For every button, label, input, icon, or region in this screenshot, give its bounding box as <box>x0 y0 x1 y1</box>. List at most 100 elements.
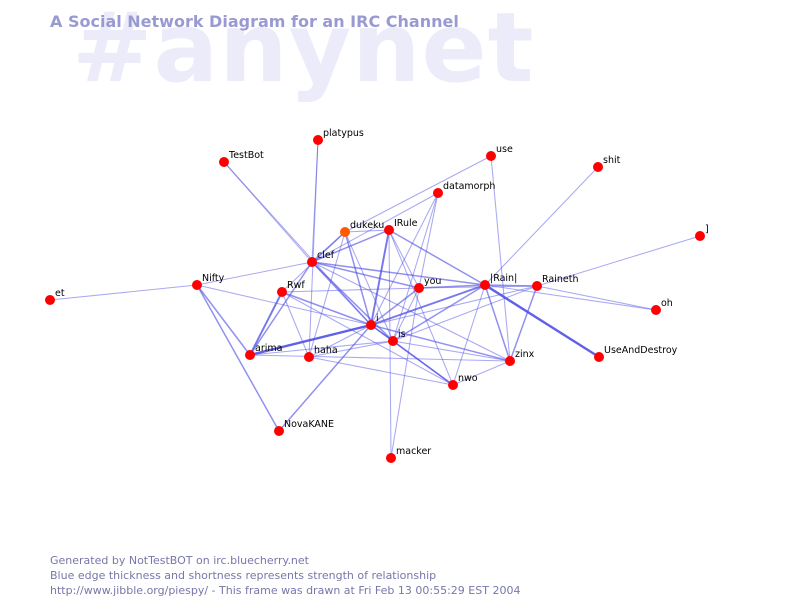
node-marker <box>414 283 424 293</box>
edge-rain-nwo <box>452 284 486 386</box>
node-marker <box>594 352 604 362</box>
node-et: et <box>45 288 65 305</box>
footer-legend: Blue edge thickness and shortness repres… <box>50 569 437 582</box>
node-label: oh <box>661 298 673 309</box>
node-marker <box>45 295 55 305</box>
node-label: you <box>424 276 441 287</box>
edge-is-zinx <box>392 340 511 362</box>
node-label: |Rain| <box>490 273 517 284</box>
edge-rain-is <box>392 284 486 342</box>
footer: Generated by NotTestBOT on irc.bluecherr… <box>50 553 520 598</box>
footer-link-timestamp: http://www.jibble.org/piespy/ - This fra… <box>50 584 521 597</box>
node-testbot: TestBot <box>219 150 264 167</box>
node-nifty: Nifty <box>192 273 225 290</box>
node-shit: shit <box>593 155 621 172</box>
edge-haha-nwo <box>308 356 454 386</box>
node-rwf: Rwf <box>277 280 305 297</box>
node-zinx: zinx <box>505 349 535 366</box>
node-oh: oh <box>651 298 673 315</box>
node-label: NovaKANE <box>284 419 334 430</box>
edge-irule-you <box>388 229 420 289</box>
edge-datamorph-i <box>370 192 439 326</box>
edge-et-nifty <box>49 284 198 301</box>
node-label: nwo <box>458 373 478 384</box>
node-marker <box>388 336 398 346</box>
node-label: zinx <box>515 349 535 360</box>
node-marker <box>313 135 323 145</box>
edge-clef-arima <box>249 261 313 356</box>
node-marker <box>505 356 515 366</box>
edge-raineth-is <box>392 285 538 342</box>
node-marker <box>274 426 284 436</box>
node-raineth: Raineth <box>532 274 578 291</box>
node-irule: IRule <box>384 218 418 235</box>
edge-haha-is <box>308 340 394 358</box>
edge-rain-i <box>370 284 486 326</box>
node-rain: |Rain| <box>480 273 517 290</box>
node-arima: arima <box>245 343 282 360</box>
node-label: IRule <box>394 218 418 229</box>
edge-use-dukeku <box>344 155 492 233</box>
node-is: is <box>388 329 406 346</box>
edge-nifty-i <box>196 284 372 326</box>
edge-platypus-clef <box>311 139 319 263</box>
edge-raineth-oh <box>536 285 657 311</box>
edge-dukeku-irule <box>344 229 390 233</box>
edge-rain-useanddestroy <box>484 283 600 359</box>
node-marker <box>386 453 396 463</box>
node-marker <box>480 280 490 290</box>
node-label: UseAndDestroy <box>604 345 678 356</box>
footer-generated-by: Generated by NotTestBOT on irc.bluecherr… <box>50 554 309 567</box>
node-label: haha <box>314 345 338 356</box>
edges-layer <box>49 139 701 459</box>
node-bracket: ] <box>695 224 709 241</box>
node-label: Nifty <box>202 273 225 284</box>
node-nwo: nwo <box>448 373 478 390</box>
node-marker <box>245 350 255 360</box>
edge-nifty-novakane <box>196 284 280 432</box>
node-marker <box>593 162 603 172</box>
node-label: platypus <box>323 128 364 139</box>
node-marker <box>307 257 317 267</box>
node-marker <box>448 380 458 390</box>
edge-rwf-i <box>281 291 372 326</box>
node-i: i <box>366 313 379 330</box>
node-label: Raineth <box>542 274 578 285</box>
node-label: arima <box>255 343 282 354</box>
node-haha: haha <box>304 345 338 362</box>
edge-i-haha <box>308 324 372 358</box>
node-novakane: NovaKANE <box>274 419 334 436</box>
edge-i-novakane <box>278 324 372 432</box>
edge-zinx-nwo <box>452 360 511 386</box>
edge-rain-zinx <box>484 284 511 362</box>
edge-irule-clef <box>311 229 390 263</box>
node-datamorph: datamorph <box>433 181 495 198</box>
node-label: datamorph <box>443 181 495 192</box>
edge-arima-zinx <box>249 354 511 362</box>
edge-i-zinx <box>370 324 511 362</box>
node-marker <box>532 281 542 291</box>
edge-irule-rain <box>388 229 486 286</box>
node-marker <box>304 352 314 362</box>
node-label: use <box>496 144 513 155</box>
diagram-title: A Social Network Diagram for an IRC Chan… <box>50 12 459 31</box>
node-marker <box>219 157 229 167</box>
edge-shit-rain <box>484 166 599 286</box>
node-marker <box>384 225 394 235</box>
edge-raineth-zinx <box>509 285 538 362</box>
edge-platypus-haha <box>308 139 319 358</box>
node-label: ] <box>705 224 709 235</box>
edge-nifty-arima <box>196 284 251 356</box>
node-label: macker <box>396 446 431 457</box>
node-you: you <box>414 276 441 293</box>
channel-watermark: #anynet <box>72 0 535 104</box>
edge-rain-oh <box>484 284 657 311</box>
node-marker <box>433 188 443 198</box>
edge-dukeku-haha <box>308 231 346 358</box>
edge-clef-rain <box>311 261 486 286</box>
edge-datamorph-clef <box>311 192 439 263</box>
edge-datamorph-you <box>418 192 439 289</box>
edge-you-rain <box>418 284 486 289</box>
